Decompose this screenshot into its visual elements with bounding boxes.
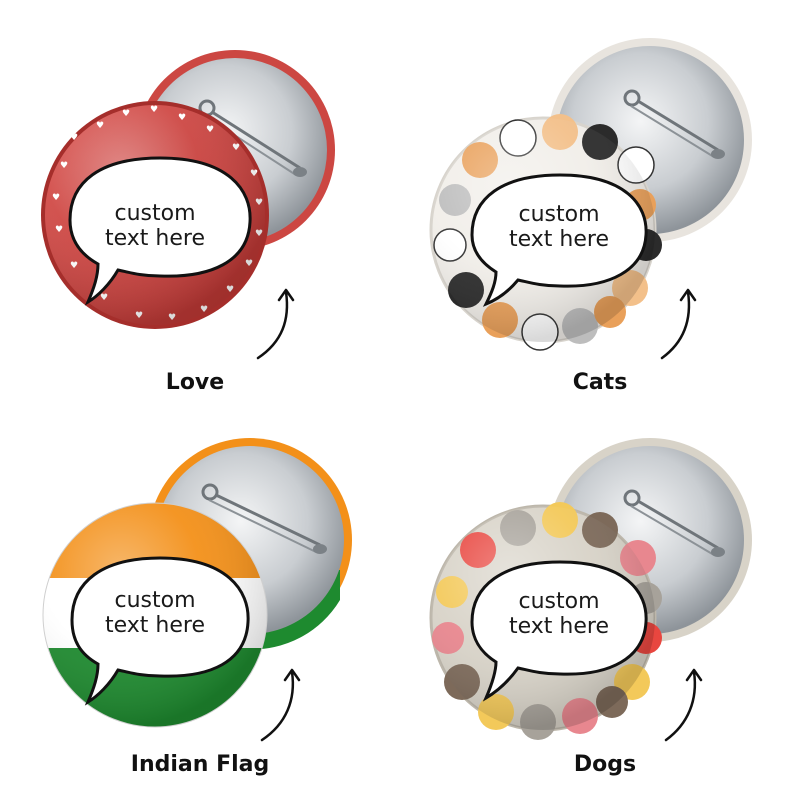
badge-face [429, 502, 662, 740]
badge-love-art: ♥♥ ♥♥ ♥♥ ♥♥ ♥♥ ♥♥ ♥♥ ♥♥ ♥♥ ♥♥ [41, 50, 335, 360]
badge-face [429, 114, 662, 351]
curved-arrow-icon [664, 670, 697, 742]
bubble-text: custom text here [80, 201, 230, 251]
badge-caption-love: Love [165, 370, 225, 395]
badge-love: ♥♥ ♥♥ ♥♥ ♥♥ ♥♥ ♥♥ ♥♥ ♥♥ ♥♥ ♥♥ custom tex… [0, 0, 400, 400]
badge-dogs-art [429, 438, 752, 742]
curved-arrow-icon [256, 290, 289, 360]
bubble-line-2: text here [509, 227, 609, 252]
badge-cats: custom text here Cats [400, 0, 800, 400]
badge-indian-flag-art [42, 438, 352, 742]
bubble-text: custom text here [80, 588, 230, 638]
bubble-line-2: text here [105, 226, 205, 251]
badge-caption-indian-flag: Indian Flag [130, 752, 270, 777]
speech-bubble [68, 156, 252, 306]
curved-arrow-icon [660, 290, 691, 360]
bubble-line-1: custom [518, 589, 600, 614]
bubble-text: custom text here [484, 589, 634, 639]
bubble-line-1: custom [518, 202, 600, 227]
safety-pin-icon [201, 483, 327, 554]
svg-text:♥: ♥ [70, 133, 78, 143]
curved-arrow-icon [260, 670, 295, 742]
bubble-line-2: text here [509, 614, 609, 639]
badge-indian-flag: custom text here Indian Flag [0, 400, 400, 800]
bubble-line-1: custom [114, 588, 196, 613]
badge-face: ♥♥ ♥♥ ♥♥ ♥♥ ♥♥ ♥♥ ♥♥ ♥♥ ♥♥ ♥♥ [41, 101, 269, 329]
speech-bubble [470, 173, 648, 307]
safety-pin-icon [623, 89, 725, 159]
bubble-line-1: custom [114, 201, 196, 226]
bubble-text: custom text here [484, 202, 634, 252]
badge-caption-dogs: Dogs [573, 752, 637, 777]
badge-dogs: custom text here Dogs [400, 400, 800, 800]
speech-bubble [470, 560, 648, 702]
speech-bubble [70, 556, 250, 706]
safety-pin-icon [623, 489, 725, 557]
badge-cats-art [429, 38, 752, 360]
bubble-line-2: text here [105, 613, 205, 638]
badge-caption-cats: Cats [572, 370, 628, 395]
